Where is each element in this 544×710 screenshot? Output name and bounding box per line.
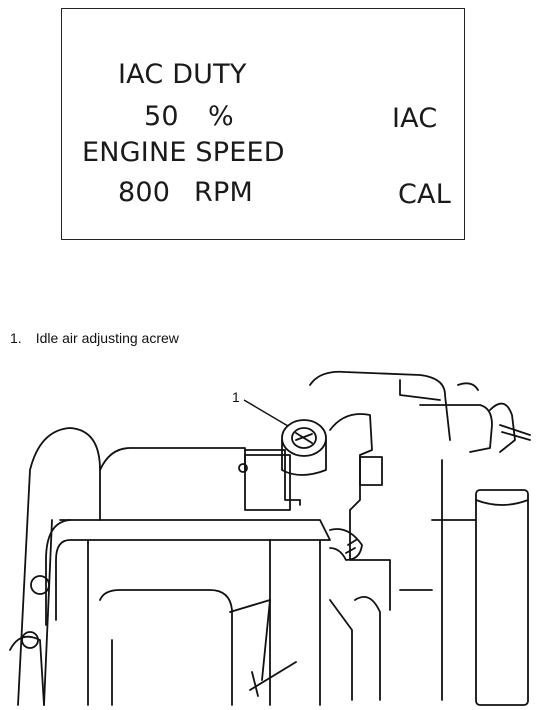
- figure-caption: 1. Idle air adjusting acrew: [10, 330, 179, 346]
- iac-mode-label: IAC: [392, 103, 438, 134]
- iac-duty-value: 50: [144, 101, 179, 132]
- callout-number: 1: [232, 389, 240, 405]
- engine-speed-label: ENGINE SPEED: [82, 137, 285, 168]
- throttle-body-illustration: 1: [9, 370, 531, 706]
- scan-tool-display: IAC DUTY 50 % IAC ENGINE SPEED 800 RPM C…: [61, 8, 465, 240]
- iac-duty-label: IAC DUTY: [118, 59, 247, 90]
- caption-text: Idle air adjusting acrew: [35, 330, 179, 346]
- caption-number: 1.: [10, 330, 22, 346]
- iac-duty-unit: %: [208, 101, 234, 132]
- cal-mode-label: CAL: [398, 179, 451, 210]
- engine-speed-unit: RPM: [194, 177, 253, 208]
- engine-speed-value: 800: [118, 177, 171, 208]
